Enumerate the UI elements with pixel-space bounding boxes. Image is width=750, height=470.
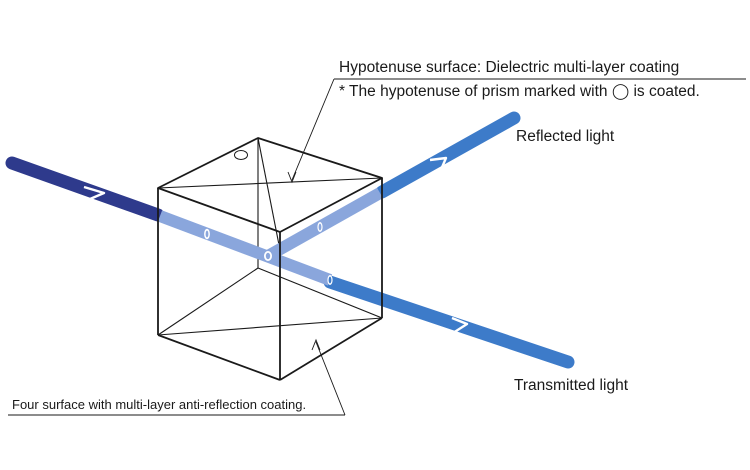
antireflection-label: Four surface with multi-layer anti-refle… — [12, 397, 306, 412]
hypotenuse-back-line — [257, 137, 281, 251]
antireflection-leader-arrow — [311, 338, 321, 351]
cube-back-bottom-left-edge — [157, 267, 259, 336]
beam-marker-3-inner — [328, 276, 332, 284]
cube-bottom-left-edge — [157, 334, 281, 381]
incident-beam — [5, 156, 165, 222]
reflected-beam — [375, 111, 521, 199]
reflected-beam-arrow-chevron — [429, 156, 448, 173]
reflected-light-label: Reflected light — [516, 128, 615, 145]
hypotenuse-leader-line — [291, 78, 335, 181]
cube-back-bottom-right-edge — [257, 267, 383, 319]
hypotenuse-top-diagonal — [157, 177, 383, 189]
transmitted-light-label: Transmitted light — [514, 377, 629, 394]
beam-marker-1-inner — [205, 230, 209, 238]
incident-beam-arrow-chevron — [83, 185, 106, 201]
internal-beam-transmitted — [157, 210, 333, 286]
hypotenuse-leader-arrow — [287, 171, 297, 184]
antireflection-leader-line — [315, 341, 346, 416]
prism-cube — [157, 137, 383, 381]
beam-marker-2-inner — [318, 223, 322, 231]
cube-bottom-right-edge — [279, 317, 383, 381]
antireflection-callout: Four surface with multi-layer anti-refle… — [8, 338, 346, 416]
transmitted-beam — [323, 275, 575, 369]
hypotenuse-callout: Hypotenuse surface: Dielectric multi-lay… — [287, 59, 746, 184]
transmitted-beam-arrow-chevron — [451, 316, 469, 335]
hypotenuse-note: * The hypotenuse of prism marked with ◯ … — [339, 83, 700, 100]
hypotenuse-bottom-diagonal — [157, 317, 383, 336]
beam-marker-center-inner — [265, 252, 271, 260]
coating-marker-circle — [234, 150, 248, 160]
internal-beam-reflected — [265, 187, 383, 262]
cube-top-face — [157, 137, 383, 233]
hypotenuse-title: Hypotenuse surface: Dielectric multi-lay… — [339, 59, 679, 76]
